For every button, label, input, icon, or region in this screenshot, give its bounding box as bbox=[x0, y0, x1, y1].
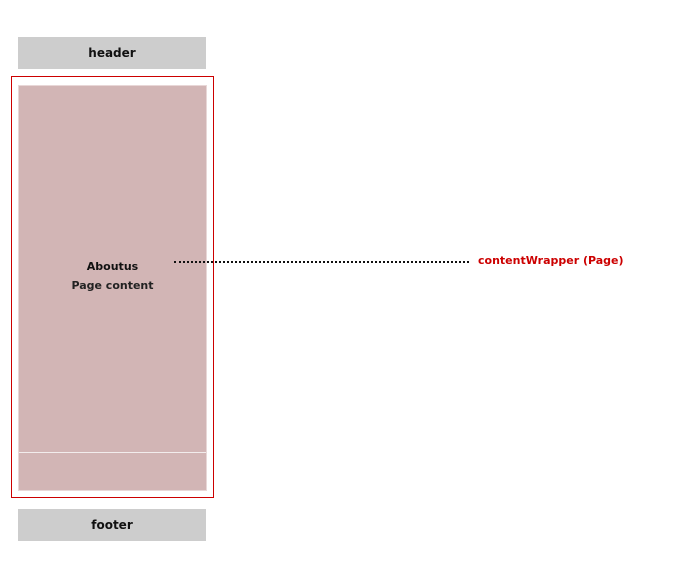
footer-label: footer bbox=[91, 518, 133, 532]
header-block: header bbox=[18, 37, 206, 69]
header-label: header bbox=[88, 46, 136, 60]
callout-label: contentWrapper (Page) bbox=[478, 254, 624, 267]
page-title: Aboutus bbox=[86, 260, 139, 273]
callout-dotted-line bbox=[174, 261, 469, 263]
page-content-area: Aboutus Page content bbox=[18, 85, 207, 491]
content-wrapper-box: Aboutus Page content bbox=[11, 76, 214, 498]
page-lower-edge bbox=[19, 452, 206, 490]
page-content-label: Page content bbox=[71, 279, 154, 292]
footer-block: footer bbox=[18, 509, 206, 541]
